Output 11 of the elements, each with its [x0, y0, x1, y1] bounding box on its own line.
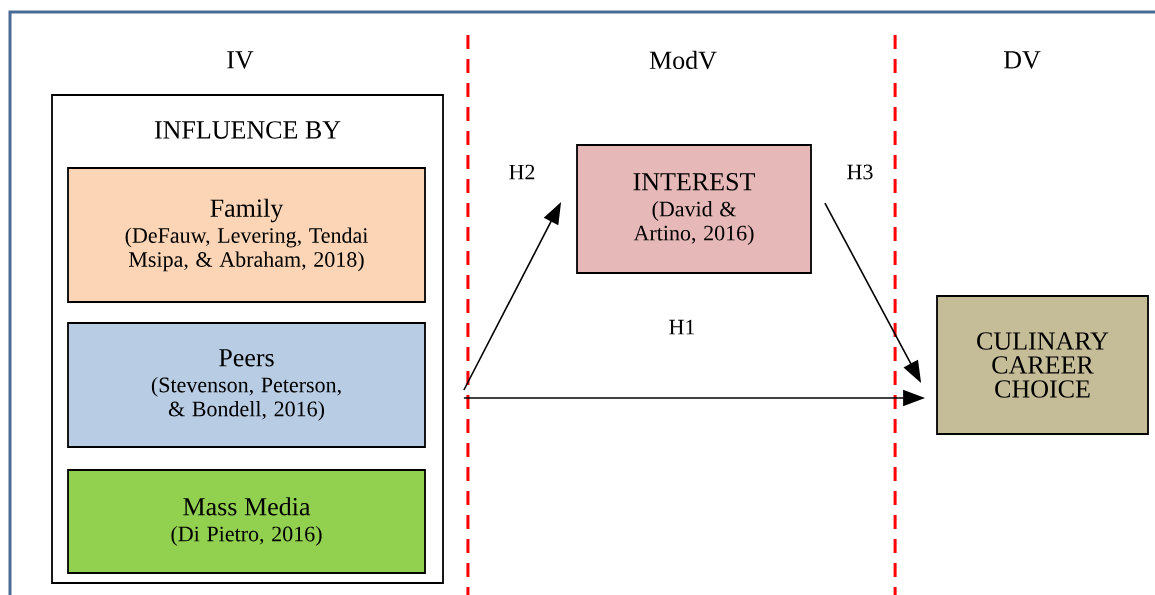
- column-heading: ModV: [649, 50, 717, 70]
- edge-label: H3: [844, 162, 876, 182]
- column-heading: DV: [1004, 51, 1041, 69]
- factor-box: INTEREST (David & Artino, 2016): [576, 144, 812, 274]
- edge-label: H1: [666, 317, 698, 337]
- factor-box: CULINARY CAREER CHOICE: [936, 295, 1149, 435]
- factor-box: Peers (Stevenson, Peterson, & Bondell, 2016): [67, 322, 426, 448]
- edge-label: H2: [506, 162, 538, 182]
- column-heading: IV: [227, 51, 254, 69]
- factor-box: Mass Media (Di Pietro, 2016): [67, 469, 426, 574]
- factor-box: Family (DeFauw, Levering, Tendai Msipa, & Abraham, 2018): [67, 167, 426, 303]
